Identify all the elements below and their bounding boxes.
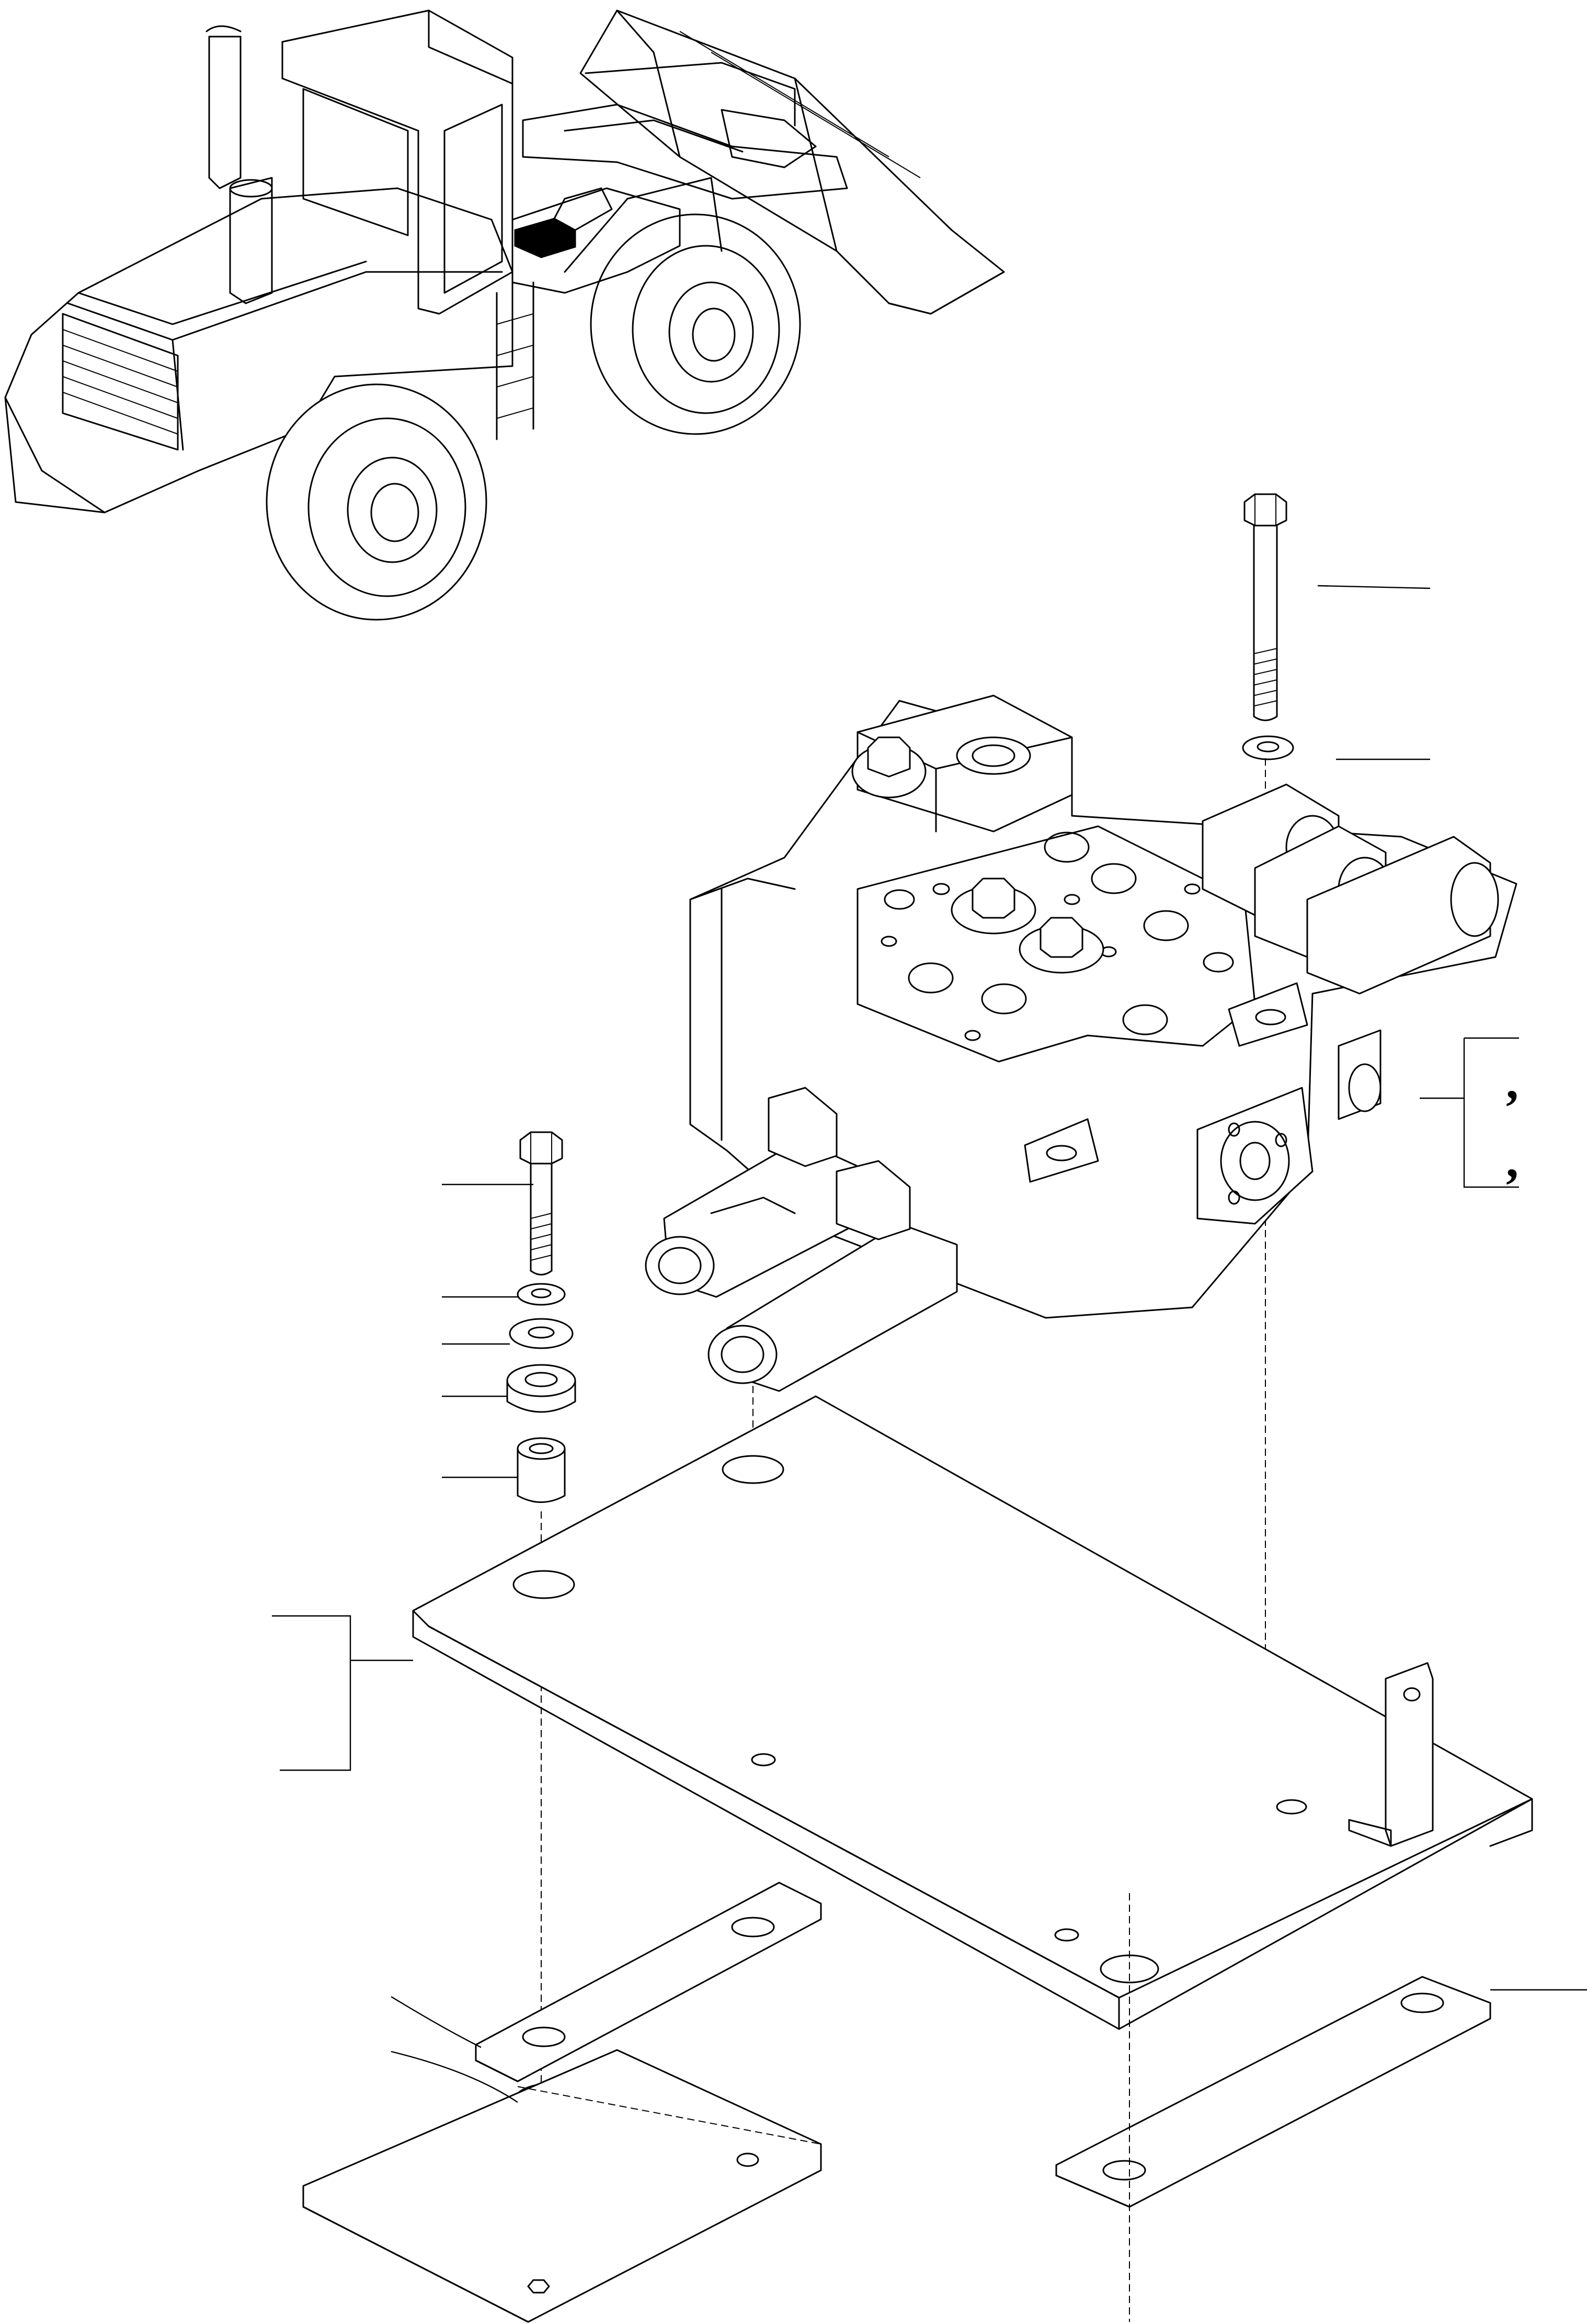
leader-valve-bracket xyxy=(1420,1037,1519,1188)
left-mounting-bolt xyxy=(519,1131,563,1275)
left-flat-washer xyxy=(509,1318,574,1349)
mounting-plate xyxy=(412,1395,1533,2030)
callout-comma-upper: , xyxy=(1506,1053,1519,1109)
rear-wheel xyxy=(266,383,487,621)
valve-front-spools xyxy=(645,1087,958,1392)
valve-plate-holes xyxy=(881,831,1234,1041)
wheel-loader-illustration xyxy=(4,9,1005,621)
valve-location-marker xyxy=(514,218,576,258)
left-rubber-mount xyxy=(506,1364,576,1413)
loader-arm-and-bucket xyxy=(522,9,1005,315)
valve-mounting-washer xyxy=(1242,735,1294,760)
leader-left-support xyxy=(391,1996,482,2048)
left-lock-washer xyxy=(517,1283,566,1306)
front-frame xyxy=(511,187,681,294)
valve-mounting-bolt xyxy=(1243,493,1287,721)
leader-plate-bracket xyxy=(272,1615,413,1771)
callout-comma-lower: , xyxy=(1506,1132,1519,1188)
leader-top-bolt xyxy=(1317,585,1431,589)
left-spacer-sleeve xyxy=(517,1437,566,1503)
leader-support-washer xyxy=(391,2050,518,2103)
control-valve-assembly xyxy=(645,694,1517,1392)
left-support-bar xyxy=(475,1882,822,2082)
loader-body xyxy=(4,9,534,514)
valve-hex-plugs xyxy=(951,878,1104,974)
callout-leaders xyxy=(272,585,1587,2103)
front-wheel xyxy=(564,177,801,435)
base-plate xyxy=(302,2049,822,2323)
right-support-bar xyxy=(1055,1976,1491,2208)
